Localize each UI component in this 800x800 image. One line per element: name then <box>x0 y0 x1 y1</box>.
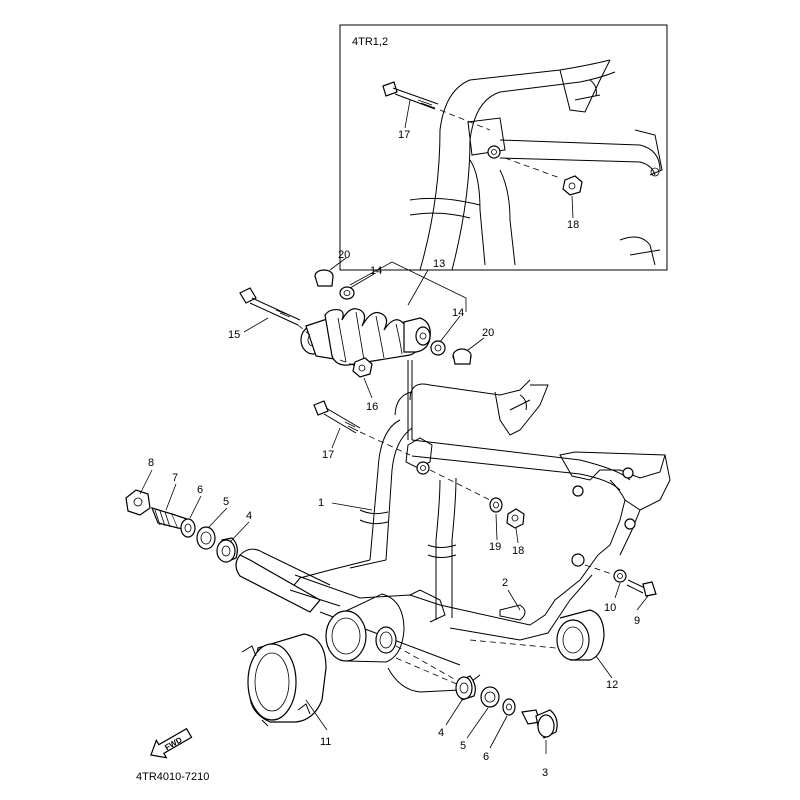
callout-8: 8 <box>148 457 154 469</box>
callout-12: 12 <box>606 679 618 691</box>
callout-9: 9 <box>634 615 640 627</box>
callout-13: 13 <box>433 258 445 270</box>
callout-16: 16 <box>366 401 378 413</box>
fwd-arrow: FWD <box>150 727 193 759</box>
callout-14-right: 14 <box>452 307 464 319</box>
callout-15: 15 <box>228 329 240 341</box>
washer-6-right <box>502 698 516 716</box>
callout-10: 10 <box>604 602 616 614</box>
bearing-4-left <box>216 537 238 563</box>
callout-5-left: 5 <box>223 496 229 508</box>
collar-20-top <box>314 269 334 287</box>
callout-17: 17 <box>322 449 334 461</box>
washer-14-top <box>339 286 355 300</box>
inset-border <box>339 24 668 271</box>
callout-18: 18 <box>512 545 524 557</box>
callout-20-top: 20 <box>338 249 350 261</box>
washer-5-left <box>196 526 216 550</box>
diagram-code: 4TR4010-7210 <box>136 771 209 783</box>
callout-5-right: 5 <box>460 740 466 752</box>
callout-6-right: 6 <box>483 751 489 763</box>
collar-20-right <box>452 348 472 365</box>
inset-nut <box>504 157 583 196</box>
bolt-15 <box>239 287 301 326</box>
inset-label: 4TR1,2 <box>352 36 388 48</box>
callout-1: 1 <box>318 497 324 509</box>
nut-18 <box>506 508 525 529</box>
callout-19: 19 <box>489 541 501 553</box>
callout-4-left: 4 <box>246 510 252 522</box>
inset-bolt <box>382 81 491 131</box>
bolt-9 <box>626 579 657 597</box>
callout-4-right: 4 <box>438 727 444 739</box>
inset-frame-drawing <box>409 59 663 271</box>
bushing-11 <box>241 633 327 727</box>
callout-3: 3 <box>542 767 548 779</box>
washer-5-right <box>480 686 500 708</box>
washer-19 <box>489 497 503 513</box>
callout-20-right: 20 <box>482 327 494 339</box>
shock-absorber-group <box>239 261 472 440</box>
callout-17-inset: 17 <box>398 129 410 141</box>
bolt-17 <box>313 400 411 456</box>
callout-6-left: 6 <box>197 484 203 496</box>
washer-10 <box>613 569 627 583</box>
callout-18-inset: 18 <box>567 219 579 231</box>
callout-7: 7 <box>172 472 178 484</box>
nut-8 <box>125 489 151 516</box>
pivot-bolt-3 <box>521 709 558 739</box>
shock-absorber <box>300 308 431 366</box>
callout-14-top: 14 <box>370 265 382 277</box>
nut-16 <box>352 357 373 378</box>
cover-12 <box>469 609 605 661</box>
frame-1 <box>289 379 671 620</box>
inset-panel: 4TR1,2 <box>339 24 668 271</box>
callout-leaders <box>139 257 649 754</box>
callout-2: 2 <box>502 577 508 589</box>
washer-6-left <box>180 518 196 538</box>
callout-13-bracket <box>391 261 467 312</box>
swingarm-2 <box>235 548 599 693</box>
bearing-4-right <box>455 675 476 701</box>
callout-11: 11 <box>320 736 331 748</box>
washer-14-right <box>430 340 446 356</box>
